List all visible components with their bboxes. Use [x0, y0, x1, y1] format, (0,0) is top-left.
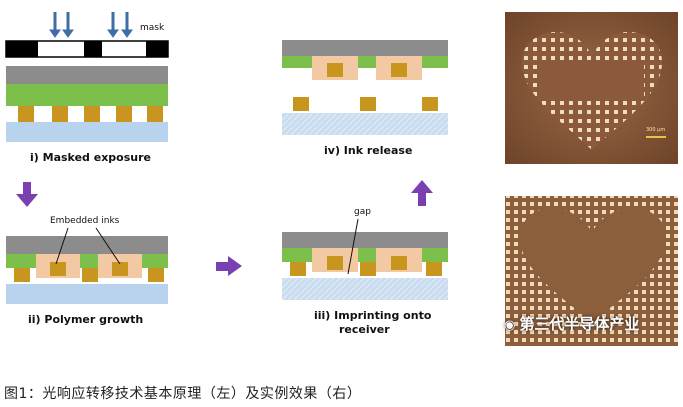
- watermark-text: 第三代半导体产业: [519, 315, 640, 333]
- photomask: [5, 40, 169, 58]
- stack-iv: [282, 40, 448, 135]
- gap-pointer: [347, 218, 359, 275]
- stack-i: [6, 66, 168, 142]
- panel-iv-label: iv) Ink release: [324, 144, 413, 157]
- gap-label: gap: [354, 207, 371, 217]
- micrograph-top: [505, 12, 678, 164]
- stack-ii: [6, 236, 168, 304]
- micrograph-bottom: [505, 196, 678, 346]
- mask-arrows: [49, 12, 133, 38]
- arrow-right-icon: [216, 256, 242, 276]
- watermark: ◉第三代半导体产业: [504, 313, 639, 334]
- mask-label: mask: [140, 23, 165, 33]
- scale-bar-line: [646, 136, 666, 138]
- panel-i-label: i) Masked exposure: [30, 151, 151, 164]
- embedded-inks-label: Embedded inks: [50, 216, 120, 226]
- panel-iii-label-line2: receiver: [339, 323, 390, 336]
- embedded-inks-pointers: [55, 227, 121, 265]
- wechat-icon: ◉: [504, 318, 516, 333]
- stack-iii: [282, 232, 448, 300]
- scale-bar-label: 300 µm: [646, 127, 665, 133]
- arrow-up-icon: [411, 180, 433, 206]
- arrow-down-icon: [16, 182, 38, 207]
- panel-ii-label: ii) Polymer growth: [28, 313, 144, 326]
- figure-caption: 图1：光响应转移技术基本原理（左）及实例效果（右）: [4, 386, 362, 402]
- panel-iii-label-line1: iii) Imprinting onto: [314, 309, 432, 322]
